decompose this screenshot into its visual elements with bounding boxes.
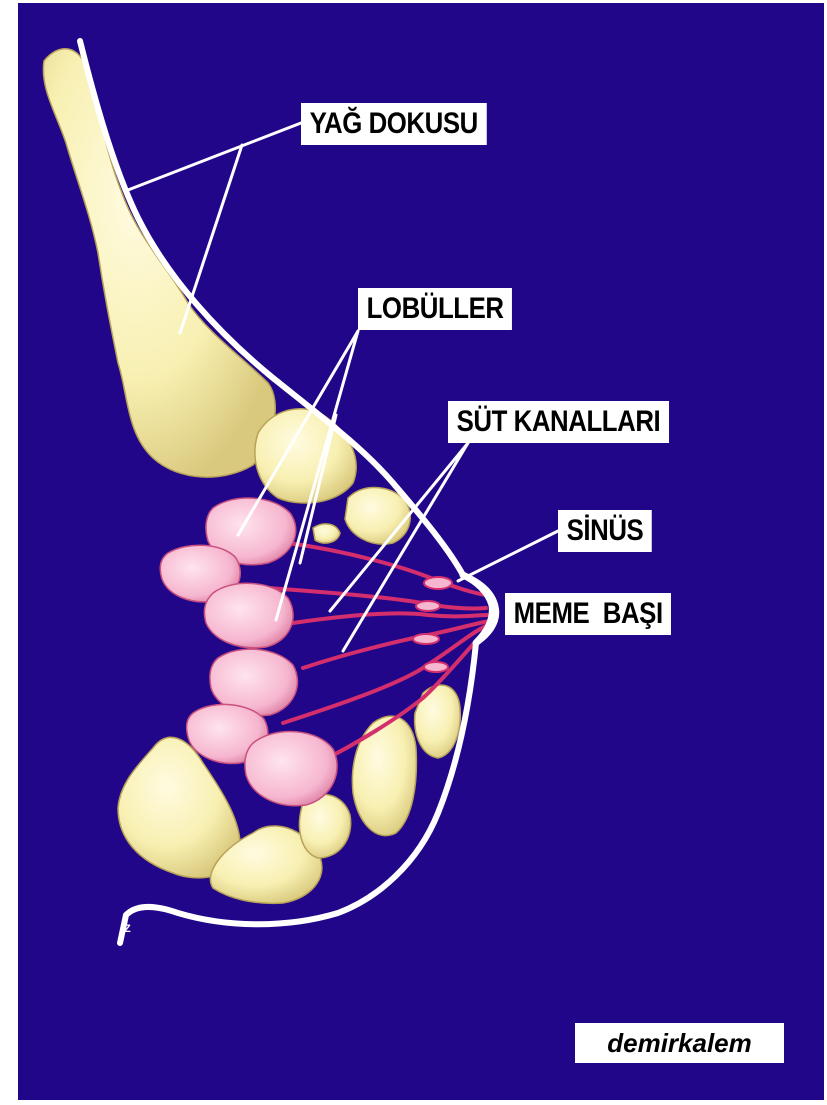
breast-anatomy-diagram	[18, 3, 824, 1100]
label-milk-ducts: SÜT KANALLARI	[448, 401, 669, 443]
duct-2	[268, 588, 486, 609]
leader-ducts-2	[343, 443, 468, 651]
fat-tissue-small	[313, 524, 340, 543]
label-lobules: LOBÜLLER	[358, 288, 512, 330]
leader-fat-1	[128, 123, 301, 190]
leader-fat-2	[180, 145, 242, 333]
label-nipple: MEME BAŞI	[505, 593, 671, 635]
credit-label: demirkalem	[575, 1023, 784, 1063]
label-sinus: SİNÜS	[558, 510, 652, 552]
sinus-3	[413, 634, 439, 644]
duct-3	[293, 613, 488, 623]
lobule-6	[245, 732, 337, 806]
diagram-panel: YAĞ DOKUSU LOBÜLLER SÜT KANALLARI SİNÜS …	[18, 3, 824, 1100]
sinus-4	[424, 662, 448, 672]
lobule-3	[204, 583, 293, 647]
fat-tissue-lower-right-2	[415, 685, 461, 758]
sinus-2	[416, 601, 440, 611]
label-fat-tissue: YAĞ DOKUSU	[301, 103, 486, 145]
duct-4	[303, 621, 490, 668]
fat-tissue-upper	[43, 49, 275, 477]
leader-sinus	[458, 531, 558, 581]
sinus-1	[424, 577, 452, 589]
corner-mark: Z	[124, 923, 131, 935]
milk-sinuses	[413, 577, 452, 672]
fat-tissue-lower-right-1	[352, 716, 416, 835]
